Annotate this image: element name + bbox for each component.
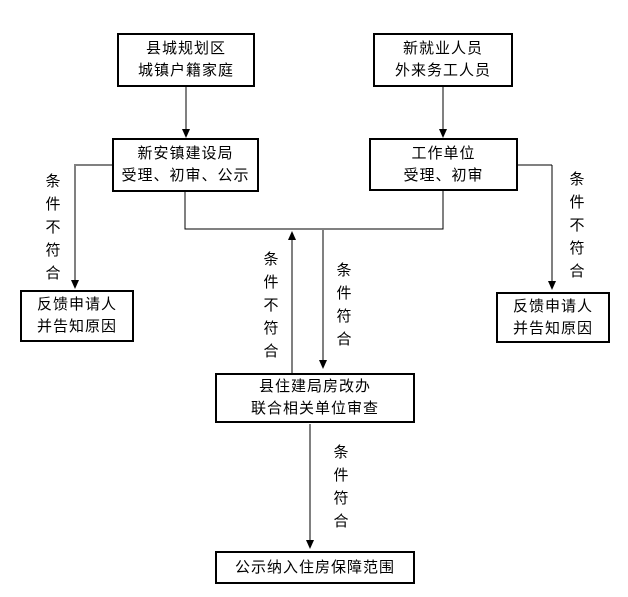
edge-label-conditions-met-middle: 条件符合 — [336, 262, 352, 348]
box-text-line: 反馈申请人 — [36, 296, 117, 313]
edge-label-conditions-not-met-right: 条件不符合 — [569, 171, 585, 280]
arrow-midright-to-feedbackright — [518, 164, 556, 290]
arrow-bracket-to-center-down — [319, 230, 327, 369]
box-urban-household-applicants: 县城规划区 城镇户籍家庭 — [117, 33, 255, 87]
box-text-line: 外来务工人员 — [394, 62, 491, 79]
box-new-employees-migrant-workers: 新就业人员 外来务工人员 — [373, 33, 513, 87]
box-text-line: 受理、初审、公示 — [121, 167, 250, 184]
box-housing-reform-office-joint-review: 县住建局房改办 联合相关单位审查 — [215, 373, 415, 423]
arrow-topleft-to-midleft — [182, 87, 190, 138]
arrow-topright-to-midright — [439, 87, 447, 138]
box-text-line: 县城规划区 — [145, 40, 226, 57]
box-text-line: 县住建局房改办 — [258, 378, 371, 395]
box-feedback-applicant-left: 反馈申请人 并告知原因 — [20, 290, 134, 342]
box-text-line: 城镇户籍家庭 — [137, 62, 234, 79]
edge-label-conditions-met-bottom: 条件符合 — [333, 444, 349, 530]
box-text-line: 并告知原因 — [512, 319, 593, 337]
box-public-announcement-housing-security: 公示纳入住房保障范围 — [215, 551, 415, 584]
box-text-line: 新就业人员 — [402, 40, 483, 57]
box-feedback-applicant-right: 反馈申请人 并告知原因 — [496, 292, 610, 343]
edge-label-conditions-not-met-left: 条件不符合 — [45, 173, 61, 282]
box-text-line: 并告知原因 — [36, 318, 117, 335]
box-work-unit-review: 工作单位 受理、初审 — [369, 138, 518, 191]
box-town-construction-bureau-review: 新安镇建设局 受理、初审、公示 — [112, 138, 259, 192]
arrow-center-to-bottom — [306, 424, 314, 549]
box-text-line: 工作单位 — [411, 144, 476, 162]
box-text-line: 受理、初审 — [403, 166, 484, 184]
connector-bracket — [184, 191, 444, 230]
box-text-line: 公示纳入住房保障范围 — [234, 558, 395, 576]
box-text-line: 联合相关单位审查 — [250, 400, 379, 417]
arrow-center-to-bracket-up — [288, 231, 296, 373]
box-text-line: 新安镇建设局 — [137, 145, 234, 162]
box-text-line: 反馈申请人 — [512, 297, 593, 315]
edge-label-conditions-not-met-middle: 条件不符合 — [263, 251, 279, 360]
arrow-midleft-to-feedbackleft — [71, 164, 112, 289]
